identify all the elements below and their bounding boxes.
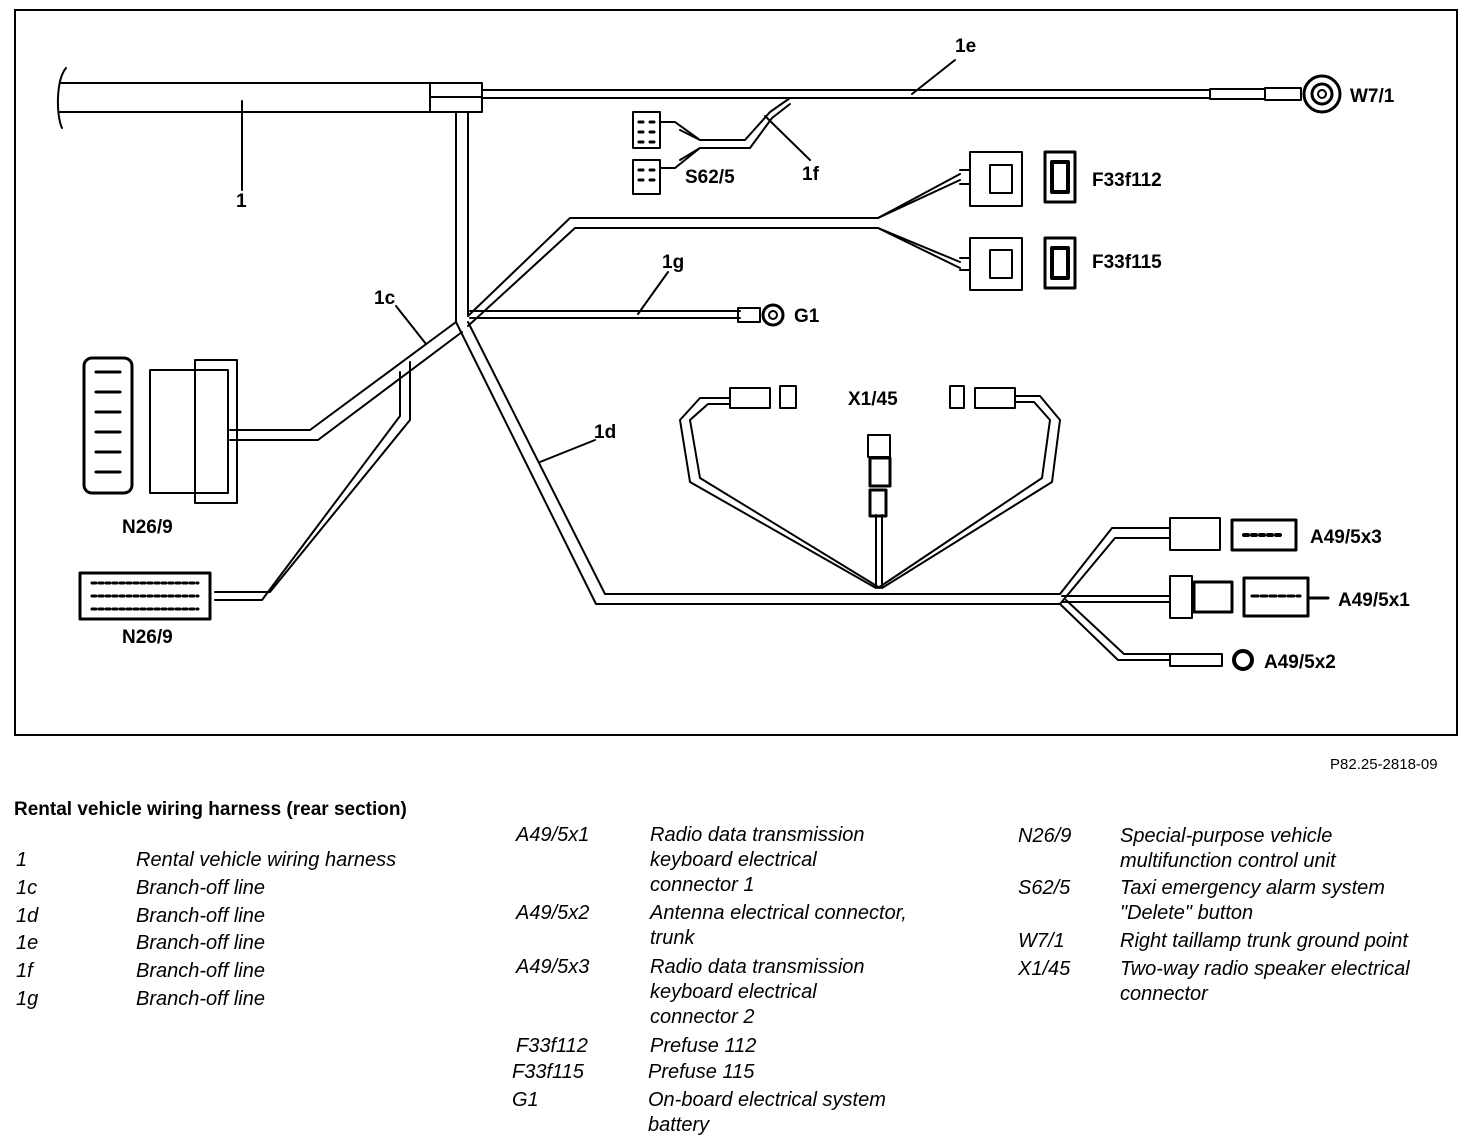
branch-a49	[1059, 527, 1171, 661]
legend-desc: Branch-off line	[136, 960, 265, 982]
legend-code: A49/5x2	[516, 902, 590, 924]
label-s62-5: S62/5	[685, 167, 735, 188]
label-1f: 1f	[802, 164, 820, 185]
label-n26-9-b: N26/9	[122, 627, 173, 648]
legend-desc: Right taillamp trunk ground point	[1120, 930, 1408, 952]
legend-code: 1c	[16, 877, 38, 899]
label-a49-5x3: A49/5x3	[1310, 527, 1382, 548]
legend-desc: Two-way radio speaker electrical connect…	[1120, 958, 1410, 1005]
connector-x1-45	[679, 385, 1061, 589]
legend-desc: Radio data transmission keyboard electri…	[650, 824, 865, 896]
prefuse-f33f115	[959, 236, 1077, 291]
legend-code: S62/5	[1018, 877, 1071, 899]
label-a49-5x2: A49/5x2	[1264, 652, 1336, 673]
legend-code: F33f115	[512, 1061, 584, 1083]
legend-desc: Antenna electrical connector, trunk	[650, 902, 907, 949]
label-f33f115: F33f115	[1092, 252, 1162, 273]
legend-desc: Special-purpose vehicle multifunction co…	[1120, 825, 1336, 872]
legend-desc: Branch-off line	[136, 932, 265, 954]
legend-desc: Rental vehicle wiring harness	[136, 849, 397, 871]
label-w7-1: W7/1	[1350, 86, 1395, 107]
label-1e: 1e	[955, 36, 976, 57]
label-1: 1	[236, 191, 247, 212]
control-unit-n26-9-b	[78, 571, 212, 621]
connector-a49-5x3	[1169, 517, 1298, 552]
label-f33f112: F33f112	[1092, 170, 1162, 191]
legend-code: 1f	[16, 960, 33, 982]
legend-code: A49/5x1	[516, 824, 590, 846]
branch-1f	[659, 97, 811, 169]
legend-title: Rental vehicle wiring harness (rear sect…	[14, 799, 407, 820]
legend-code: 1e	[16, 932, 39, 954]
legend-code: A49/5x3	[516, 956, 590, 978]
battery-g1	[761, 303, 785, 327]
legend-code: X1/45	[1018, 958, 1071, 980]
legend-code: N26/9	[1018, 825, 1072, 847]
legend-code: F33f112	[516, 1035, 588, 1057]
label-n26-9-a: N26/9	[122, 517, 173, 538]
label-a49-5x1: A49/5x1	[1338, 590, 1410, 611]
control-unit-n26-9-a	[82, 356, 238, 504]
ground-point-w7-1	[1302, 74, 1342, 114]
legend-code: 1	[16, 849, 28, 871]
button-s62-5	[632, 111, 661, 195]
legend-desc: Branch-off line	[136, 988, 265, 1010]
legend-desc: Radio data transmission keyboard electri…	[650, 956, 865, 1028]
connector-a49-5x1	[1169, 575, 1330, 619]
label-1g: 1g	[662, 252, 684, 273]
legend-desc: Taxi emergency alarm system "Delete" but…	[1120, 877, 1385, 924]
legend-desc: Branch-off line	[136, 905, 265, 927]
harness-trunk	[455, 111, 469, 323]
legend-code: 1d	[16, 905, 39, 927]
wiring-diagram: 1 1c 1d 1e 1f 1g W7/1 S62/5 F33f112 F33f…	[14, 9, 1458, 736]
label-x1-45: X1/45	[848, 389, 898, 410]
branch-1g	[469, 271, 761, 323]
label-1c: 1c	[374, 288, 396, 309]
legend-code: W7/1	[1018, 930, 1065, 952]
legend-code: 1g	[16, 988, 39, 1010]
figure-reference: P82.25-2818-09	[1330, 756, 1438, 773]
branch-1e	[481, 59, 1302, 101]
label-1d: 1d	[594, 422, 616, 443]
legend-desc: Prefuse 115	[648, 1061, 755, 1083]
prefuse-f33f112	[959, 150, 1077, 207]
branch-1d	[455, 321, 1061, 605]
branch-prefuse	[467, 173, 961, 327]
harness-main	[56, 67, 483, 191]
label-g1: G1	[794, 306, 820, 327]
diagram-labels: 1 1c 1d 1e 1f 1g W7/1 S62/5 F33f112 F33f…	[122, 36, 1410, 673]
legend-desc: On-board electrical system battery	[648, 1089, 886, 1136]
branch-1c	[214, 305, 463, 601]
legend-desc: Branch-off line	[136, 877, 265, 899]
legend-code: G1	[512, 1089, 539, 1111]
diagram-frame	[14, 9, 1458, 736]
connector-a49-5x2	[1169, 649, 1254, 671]
legend-desc: Prefuse 112	[650, 1035, 757, 1057]
